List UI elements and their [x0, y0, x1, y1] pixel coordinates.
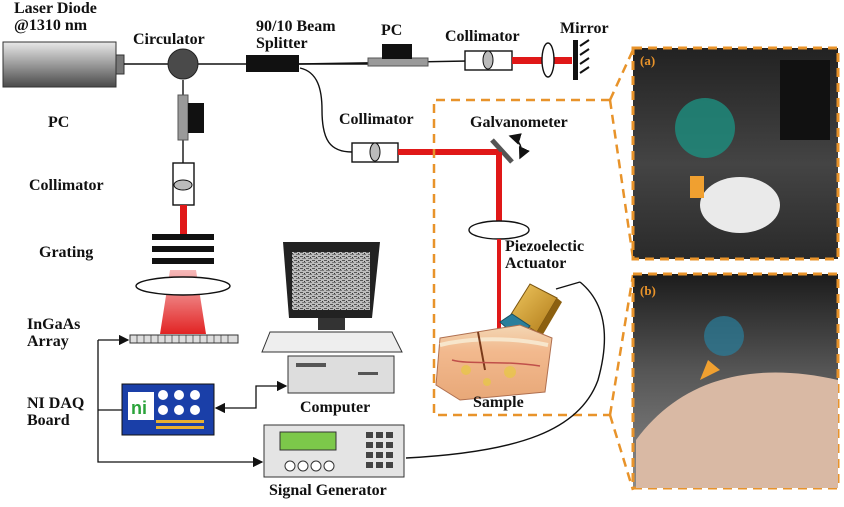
sample-arm-box	[432, 98, 610, 417]
lens-spectrometer	[135, 276, 231, 296]
ni-daq-board: ni	[121, 383, 215, 436]
label-computer: Computer	[300, 399, 371, 416]
beam-sample	[497, 239, 501, 329]
beam-spectrometer	[180, 205, 187, 235]
label-photo-a: (a)	[640, 53, 656, 68]
objective-lens	[468, 220, 530, 240]
electrical-connections	[97, 334, 288, 468]
computer	[261, 242, 403, 394]
label-pc-left: PC	[48, 114, 70, 131]
skin-sample	[435, 324, 553, 401]
signal-generator	[263, 424, 405, 478]
circulator	[167, 48, 199, 80]
collimator-top	[464, 50, 513, 71]
label-grating: Grating	[39, 244, 94, 261]
label-signal-generator: Signal Generator	[269, 482, 387, 499]
mirror	[573, 39, 590, 80]
photo-a	[631, 46, 840, 261]
label-sample: Sample	[473, 394, 524, 411]
beam-galvo-down	[496, 152, 502, 224]
grating	[152, 234, 214, 264]
laser-diode	[2, 41, 125, 88]
lens-reference	[541, 42, 555, 78]
beam-sample-arm	[398, 149, 500, 155]
photo-b	[631, 272, 840, 490]
label-mirror: Mirror	[560, 20, 609, 37]
collimator-left	[172, 162, 195, 206]
collimator-sample-arm	[351, 142, 399, 163]
label-galvanometer: Galvanometer	[470, 114, 568, 131]
label-collimator-top: Collimator	[445, 28, 520, 45]
beam-splitter	[246, 55, 299, 72]
galvanometer	[490, 133, 530, 164]
label-photo-b: (b)	[640, 283, 656, 298]
ingaas-array	[129, 334, 239, 344]
label-laser-diode: Laser Diode@1310 nm	[14, 0, 97, 34]
polarization-controller-left	[177, 94, 204, 141]
label-pc-top: PC	[381, 22, 403, 39]
svg-text:ni: ni	[131, 398, 147, 418]
label-circulator: Circulator	[133, 31, 205, 48]
polarization-controller-top	[367, 44, 429, 67]
signal-cable	[405, 281, 606, 459]
label-collimator-mid: Collimator	[339, 111, 414, 128]
label-collimator-left: Collimator	[29, 177, 104, 194]
